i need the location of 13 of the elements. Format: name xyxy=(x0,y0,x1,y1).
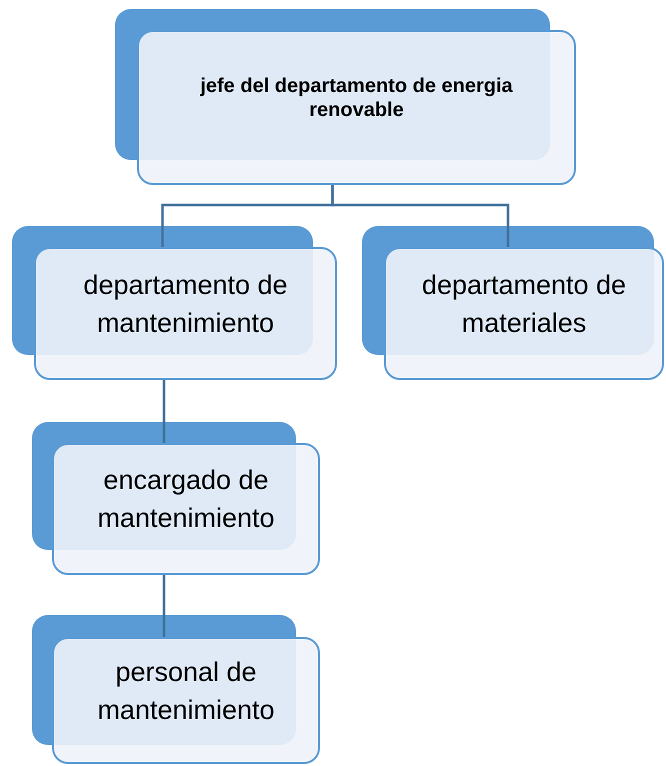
connector-line xyxy=(162,575,166,637)
box-title: jefe del departamento de energia renovable xyxy=(199,74,514,122)
connector-line xyxy=(162,380,166,443)
org-box xyxy=(137,30,576,185)
org-box xyxy=(52,443,320,575)
box-title: encargado de mantenimiento xyxy=(96,464,276,535)
box-title: personal de mantenimiento xyxy=(96,656,276,726)
org-box xyxy=(52,637,320,764)
connector-line xyxy=(331,185,510,247)
box-title: departamento de mantenimiento xyxy=(82,268,289,340)
org-box xyxy=(34,247,337,380)
org-box xyxy=(384,247,664,380)
box-title: departamento de materiales xyxy=(420,268,628,340)
